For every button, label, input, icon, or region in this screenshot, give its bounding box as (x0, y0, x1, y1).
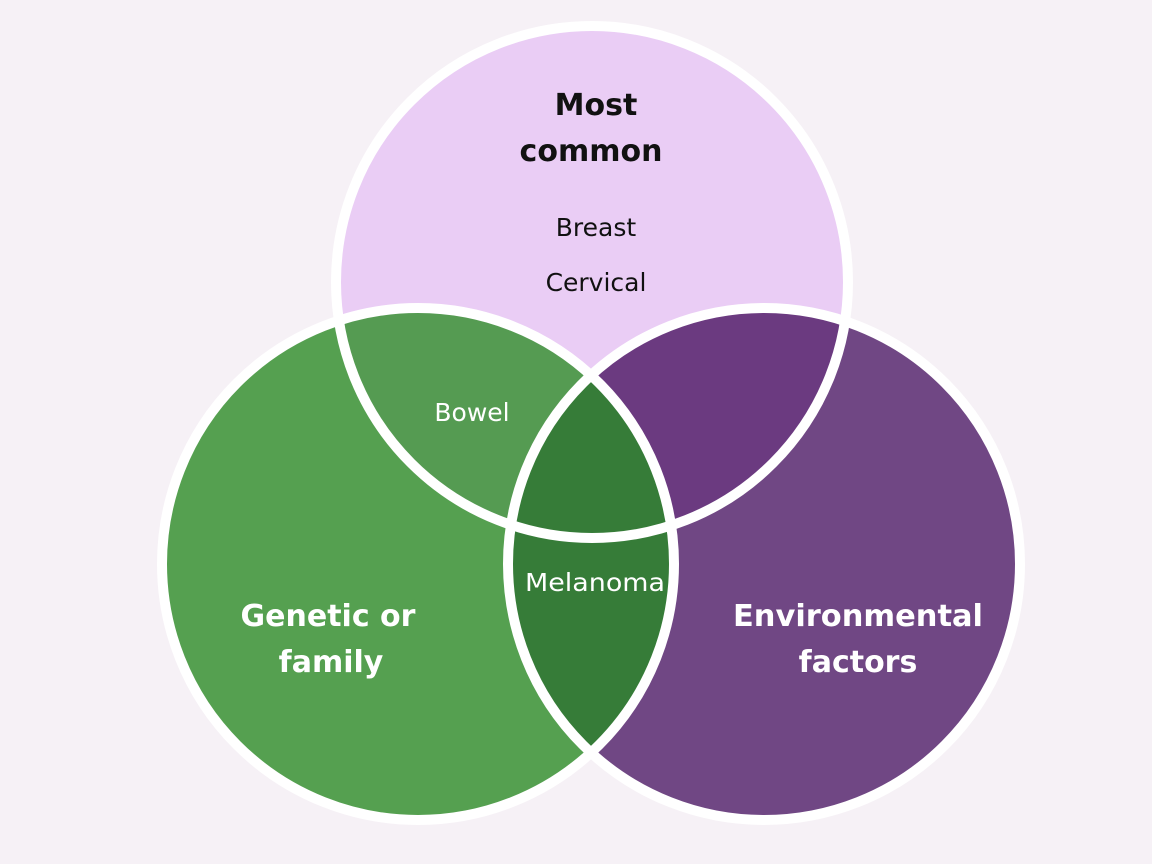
outline-most-common (331, 21, 853, 543)
genetic-or-family-title-line-2: family (279, 645, 384, 680)
item-bowel: Bowel (434, 398, 509, 427)
genetic-or-family-title-line-1: Genetic or (241, 599, 416, 634)
item-breast: Breast (556, 213, 637, 242)
most-common-title-line-2: common (520, 134, 663, 169)
environmental-factors-title-line-1: Environmental (733, 599, 983, 634)
outline-genetic-or-family (157, 303, 679, 825)
outline-environmental-factors (503, 303, 1025, 825)
most-common-title-line-1: Most (555, 88, 638, 123)
environmental-factors-title-line-2: factors (799, 645, 918, 680)
item-cervical: Cervical (546, 268, 647, 297)
item-melanoma: Melanoma (525, 568, 665, 597)
